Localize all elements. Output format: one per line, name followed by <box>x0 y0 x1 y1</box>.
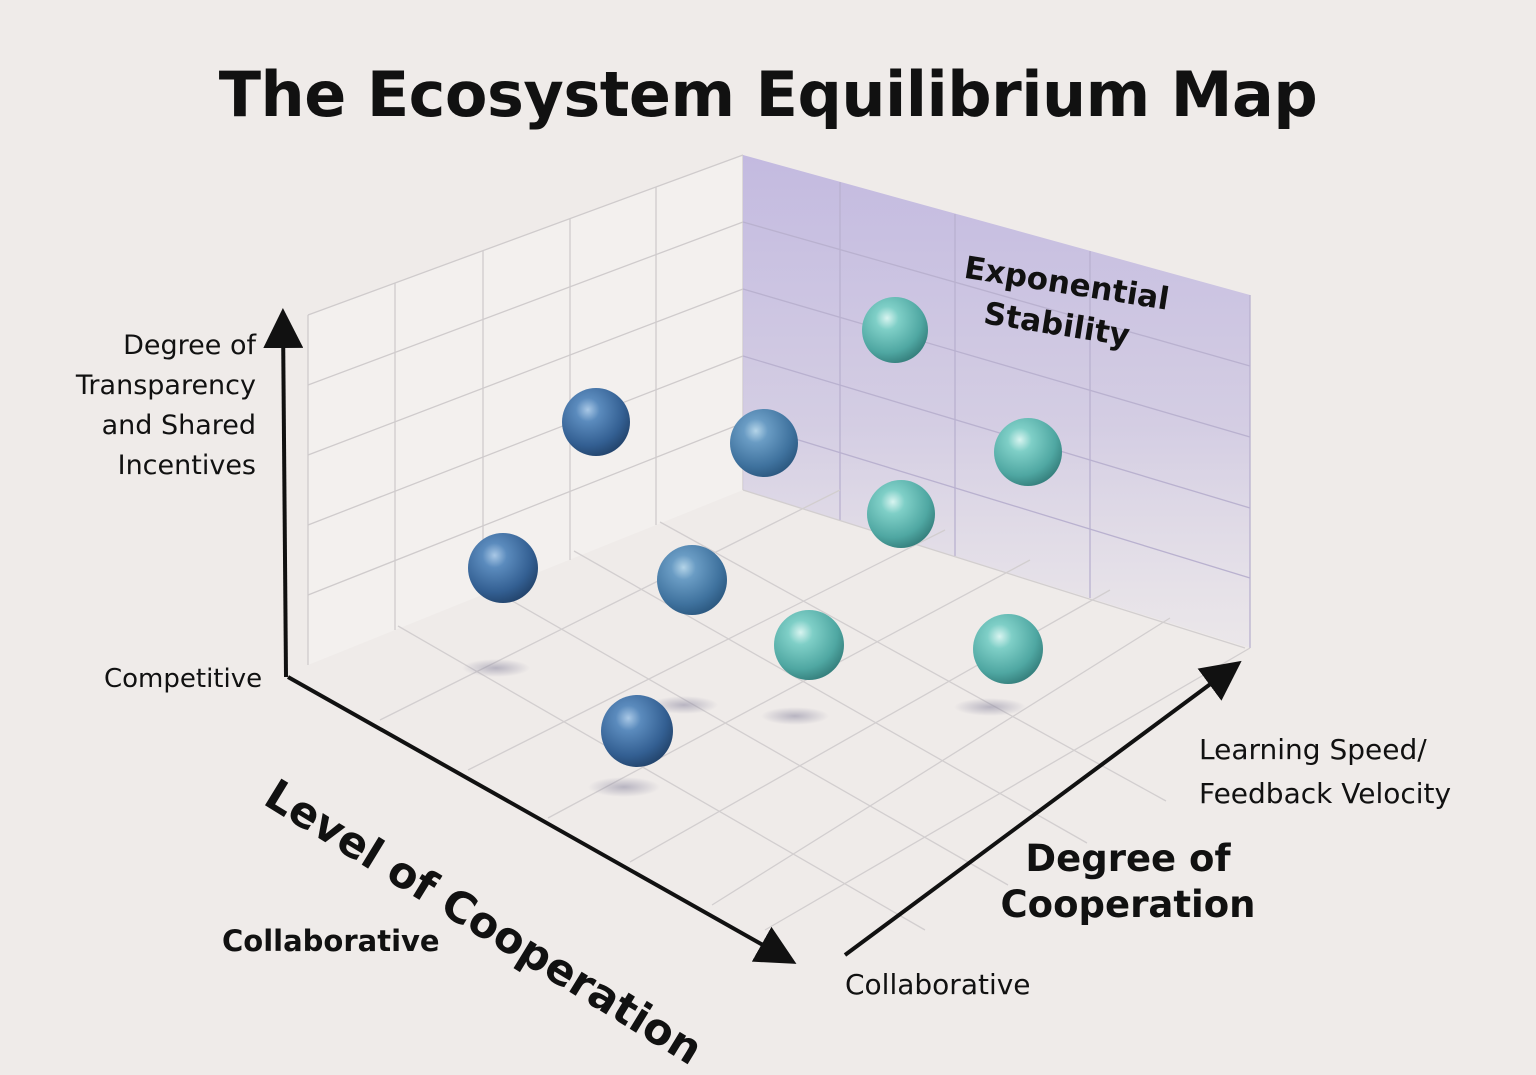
left-depth-axis-end-label: Collaborative <box>222 924 440 958</box>
sphere-nodes <box>468 297 1062 767</box>
stability-zone-wall <box>742 155 1251 648</box>
sphere-node-teal <box>973 614 1043 684</box>
page-title: The Ecosystem Equilibrium Map <box>218 58 1318 131</box>
sphere-shadow <box>588 777 660 797</box>
vertical-axis-end-label: Competitive <box>104 664 263 694</box>
sphere-node-teal <box>862 297 928 363</box>
sphere-shadow <box>761 707 829 725</box>
right-depth-axis <box>843 660 1242 957</box>
sphere-shadow <box>650 696 718 714</box>
floor-grid <box>379 489 1251 931</box>
back-left-wall <box>307 154 744 665</box>
sphere-node-teal <box>867 480 935 548</box>
sphere-shadows <box>462 659 1026 797</box>
sphere-node-teal <box>774 610 844 680</box>
sphere-shadow <box>954 698 1026 716</box>
sphere-node-blue <box>730 409 798 477</box>
sphere-node-blue <box>562 388 630 456</box>
vertical-axis-label: Degree of Transparency and Shared Incent… <box>75 330 256 481</box>
left-depth-axis <box>287 675 797 964</box>
right-depth-axis-label: Degree of Cooperation <box>1000 837 1256 926</box>
vertical-axis <box>263 308 304 678</box>
sphere-node-blue <box>468 533 538 603</box>
sphere-shadow <box>462 659 530 677</box>
diagram-canvas <box>263 154 1251 964</box>
axes <box>263 308 1242 964</box>
sphere-node-blue <box>601 695 673 767</box>
right-depth-axis-end-label: Collaborative <box>845 968 1031 1001</box>
right-depth-axis-secondary-label: Learning Speed/ Feedback Velocity <box>1199 733 1452 810</box>
sphere-node-blue <box>657 545 727 615</box>
sphere-node-teal <box>994 418 1062 486</box>
